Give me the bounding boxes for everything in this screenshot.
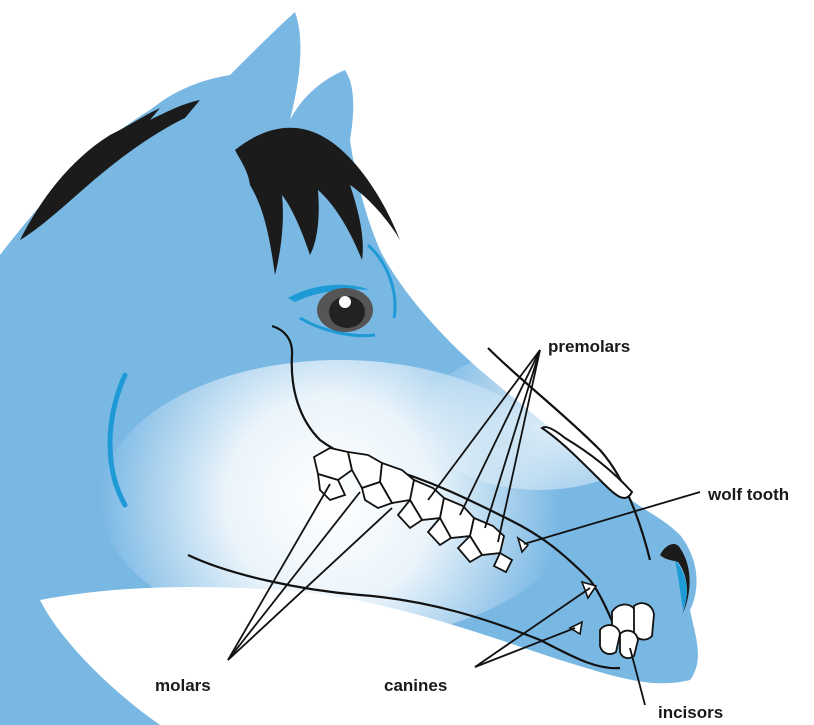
- label-incisors: incisors: [658, 703, 723, 722]
- label-wolf-tooth: wolf tooth: [707, 485, 789, 504]
- label-molars: molars: [155, 676, 211, 695]
- label-premolars: premolars: [548, 337, 630, 356]
- label-canines: canines: [384, 676, 447, 695]
- muzzle-highlight: [420, 350, 660, 490]
